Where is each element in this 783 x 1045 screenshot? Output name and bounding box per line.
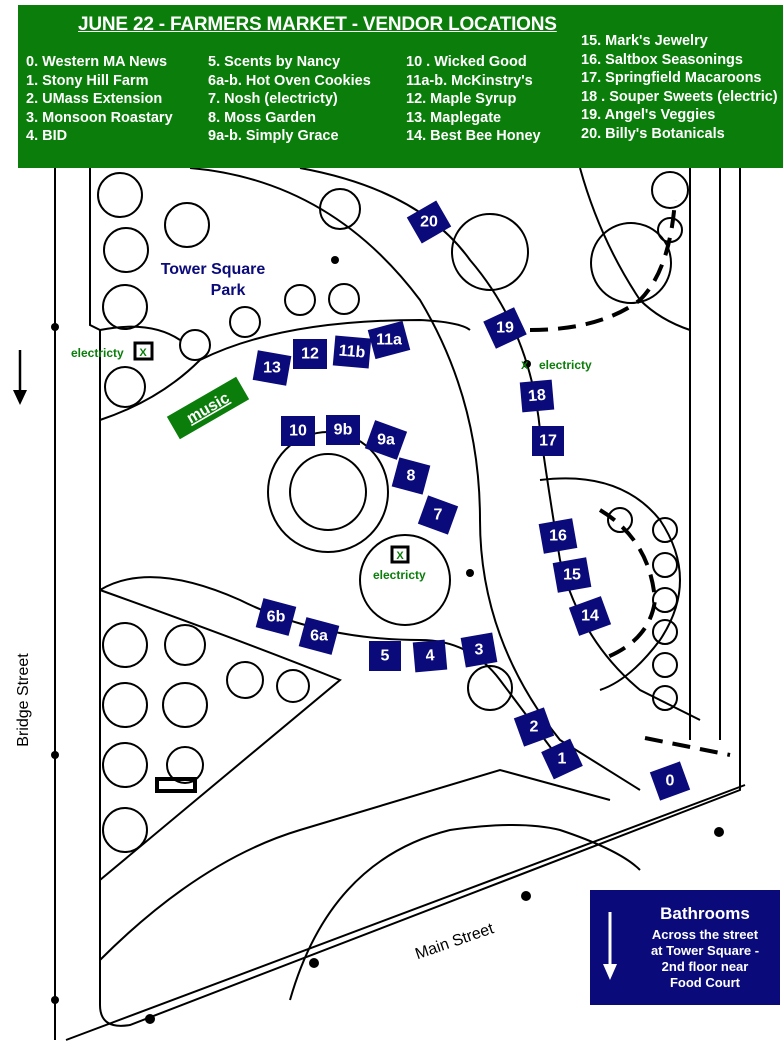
bathrooms-directions: Across the street at Tower Square - 2nd … [630, 927, 780, 991]
vendor-marker-0[interactable]: 0 [649, 761, 691, 801]
svg-text:10: 10 [289, 423, 307, 440]
svg-text:19: 19 [496, 320, 514, 337]
bathrooms-title: Bathrooms [660, 904, 750, 923]
vendor-marker-15[interactable]: 15 [552, 557, 592, 593]
vendor-marker-20[interactable]: 20 [406, 200, 452, 244]
vendor-marker-12[interactable]: 12 [293, 339, 327, 369]
park-name: Tower Square [161, 261, 266, 278]
vendor-marker-14[interactable]: 14 [568, 596, 612, 636]
vendor-list-item: 15. Mark's Jewelry [581, 33, 708, 49]
svg-text:17: 17 [539, 433, 557, 450]
vendor-list-col-1: 0. Western MA News 1. Stony Hill Farm 2.… [26, 53, 173, 146]
bathrooms-line: Across the street [651, 927, 759, 942]
svg-text:16: 16 [549, 528, 567, 545]
vendor-marker-7[interactable]: 7 [417, 495, 459, 535]
svg-text:11a: 11a [376, 332, 402, 349]
vendor-marker-10[interactable]: 10 [281, 416, 315, 446]
vendor-marker-8[interactable]: 8 [391, 457, 431, 495]
vendor-list-item: 20. Billy's Botanicals [581, 125, 725, 142]
vendor-list-item: 12. Maple Syrup [406, 91, 517, 108]
svg-text:X: X [396, 550, 404, 562]
vendor-marker-1[interactable]: 1 [541, 738, 583, 780]
vendor-list-col-3: 10 . Wicked Good 11a-b. McKinstry's 12. … [406, 53, 541, 146]
vendor-marker-11b[interactable]: 11b [332, 335, 372, 369]
park-name-2: Park [211, 282, 246, 299]
vendor-marker-3[interactable]: 3 [460, 632, 498, 668]
svg-text:7: 7 [434, 507, 443, 524]
vendor-list-item: 8. Moss Garden [208, 109, 316, 126]
svg-text:8: 8 [407, 468, 416, 485]
vendor-marker-2[interactable]: 2 [513, 707, 555, 747]
svg-text:20: 20 [420, 214, 438, 231]
bathrooms-line: at Tower Square - [650, 943, 760, 958]
bathrooms-line: Food Court [669, 975, 741, 990]
vendor-list-item: 2. UMass Extension [26, 91, 163, 108]
vendor-list-item: 4. BID [26, 128, 68, 145]
svg-text:12: 12 [301, 346, 319, 363]
vendor-list-item: 14. Best Bee Honey [406, 128, 541, 145]
svg-text:X: X [139, 347, 147, 359]
bathrooms-line: 2nd floor near [661, 959, 749, 974]
svg-text:0: 0 [666, 773, 675, 790]
electricity-outlet-1: X electricty [71, 341, 154, 361]
vendor-list-item: 16. Saltbox Seasonings [581, 51, 743, 68]
vendor-list-item: 0. Western MA News [26, 54, 168, 70]
svg-text:9b: 9b [334, 422, 353, 439]
svg-text:14: 14 [581, 608, 599, 625]
music-stage: music [166, 376, 250, 440]
bathrooms-info-box: Bathrooms Across the street at Tower Squ… [590, 890, 780, 1005]
svg-text:9a: 9a [377, 432, 395, 449]
svg-text:6a: 6a [310, 628, 328, 645]
vendor-marker-4[interactable]: 4 [412, 639, 448, 673]
vendor-list-item: 10 . Wicked Good [406, 54, 527, 70]
vendor-marker-16[interactable]: 16 [538, 518, 578, 554]
svg-text:15: 15 [563, 567, 581, 584]
vendor-marker-11a[interactable]: 11a [367, 320, 411, 360]
vendor-list-item: 9a-b. Simply Grace [208, 128, 339, 145]
svg-text:13: 13 [263, 360, 281, 377]
vendor-marker-5[interactable]: 5 [369, 641, 401, 671]
svg-text:electricty: electricty [539, 358, 592, 372]
vendor-list-col-2: 5. Scents by Nancy 6a-b. Hot Oven Cookie… [208, 53, 371, 146]
vendor-list-item: 3. Monsoon Roastary [26, 109, 173, 126]
svg-text:electricty: electricty [373, 568, 426, 582]
vendor-marker-13[interactable]: 13 [252, 350, 292, 386]
vendor-list-item: 18 . Souper Sweets (electric) [581, 88, 778, 105]
svg-text:2: 2 [530, 719, 539, 736]
vendor-list-item: 1. Stony Hill Farm [26, 72, 149, 89]
svg-text:6b: 6b [267, 609, 286, 626]
vendor-marker-9a[interactable]: 9a [364, 420, 408, 460]
main-street-label: Main Street [413, 920, 496, 963]
svg-text:3: 3 [475, 642, 484, 659]
svg-text:1: 1 [558, 751, 567, 768]
svg-text:4: 4 [425, 647, 435, 665]
electricity-outlet-3: X electricty [521, 358, 592, 372]
direction-arrow-icon [13, 350, 27, 405]
vendor-marker-6b[interactable]: 6b [255, 598, 297, 636]
svg-text:electricty: electricty [71, 346, 124, 360]
svg-text:5: 5 [381, 648, 390, 665]
vendor-list-col-4: 15. Mark's Jewelry 16. Saltbox Seasoning… [581, 32, 778, 144]
vendor-list-item: 5. Scents by Nancy [208, 54, 341, 70]
svg-text:X: X [521, 360, 529, 372]
vendor-list-item: 11a-b. McKinstry's [406, 72, 533, 89]
vendor-marker-18[interactable]: 18 [519, 379, 555, 413]
vendor-list-item: 17. Springfield Macaroons [581, 70, 762, 87]
vendor-marker-9b[interactable]: 9b [326, 415, 360, 445]
svg-text:11b: 11b [338, 342, 366, 361]
vendor-list-item: 19. Angel's Veggies [581, 107, 716, 124]
vendor-legend-header: JUNE 22 - FARMERS MARKET - VENDOR LOCATI… [18, 5, 783, 168]
vendor-marker-17[interactable]: 17 [532, 426, 564, 456]
vendor-list-item: 13. Maplegate [406, 109, 502, 126]
vendor-list-item: 6a-b. Hot Oven Cookies [208, 72, 371, 89]
arrow-down-icon [603, 912, 617, 980]
page-title: JUNE 22 - FARMERS MARKET - VENDOR LOCATI… [78, 14, 557, 35]
bridge-street-label: Bridge Street [15, 653, 32, 747]
vendor-list-item: 7. Nosh (electricty) [208, 91, 338, 108]
svg-text:18: 18 [527, 387, 546, 405]
vendor-marker-19[interactable]: 19 [483, 307, 527, 349]
vendor-marker-6a[interactable]: 6a [298, 617, 340, 655]
electricity-outlet-2: X electricty [373, 545, 426, 582]
